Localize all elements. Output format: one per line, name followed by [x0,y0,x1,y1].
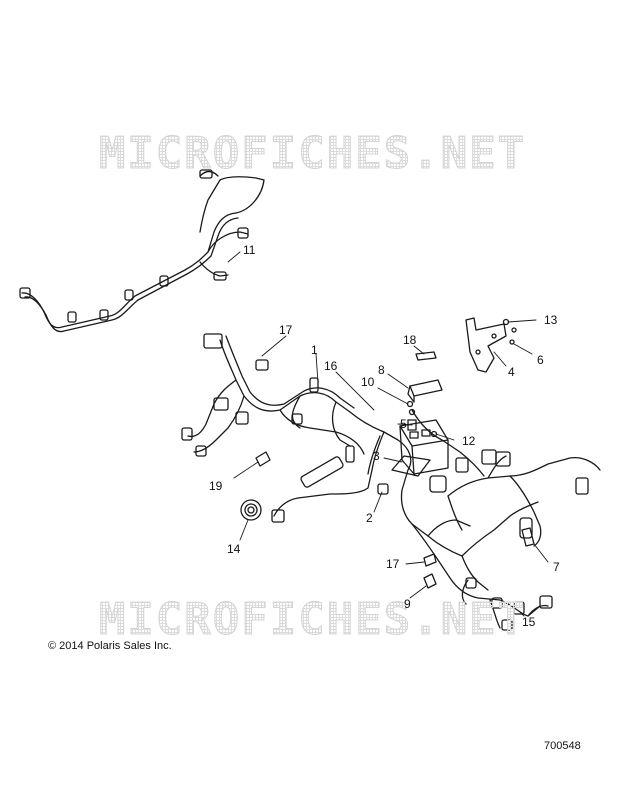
clip-part-9 [423,573,437,589]
callout-13: 13 [544,313,558,327]
copyright-notice: © 2014 Polaris Sales Inc. [48,640,172,652]
grommet-part-14 [240,499,262,521]
watermark-top: MICROFICHES.NET [0,128,625,180]
callout-17-upper: 17 [279,323,293,337]
main-harness-part-1 [181,333,601,631]
callout-1: 1 [311,343,318,357]
callout-11: 11 [243,243,256,257]
callout-19: 19 [209,479,223,493]
callout-18: 18 [403,333,417,347]
grommet-part-2 [377,483,389,495]
callout-3: 3 [373,449,380,463]
callout-8: 8 [378,363,385,377]
watermark-bottom: MICROFICHES.NET [0,594,625,646]
callout-17-lower: 17 [386,557,400,571]
callout-15: 15 [522,615,536,629]
figure-number: 700548 [544,740,581,752]
clip-part-19 [255,451,271,467]
clip-part-17-lower [423,553,437,567]
callout-4: 4 [508,365,515,379]
callout-7: 7 [553,560,560,574]
callout-14: 14 [227,542,241,556]
callout-10: 10 [361,375,375,389]
callout-2: 2 [366,511,373,525]
leader-lines [227,251,549,617]
callout-12: 12 [462,434,476,448]
callout-9: 9 [404,597,411,611]
callout-16: 16 [324,359,338,373]
hardware-part-6 [509,339,515,345]
relay-part-8 [407,379,443,403]
callout-6: 6 [537,353,544,367]
callout-5: 5 [400,417,407,431]
clip-part-5 [407,419,417,431]
rear-harness-part-11 [19,169,265,333]
fuse-box-part-3 [391,419,449,477]
label-plate-part-18 [415,351,437,361]
bracket-part-4 [465,317,507,373]
